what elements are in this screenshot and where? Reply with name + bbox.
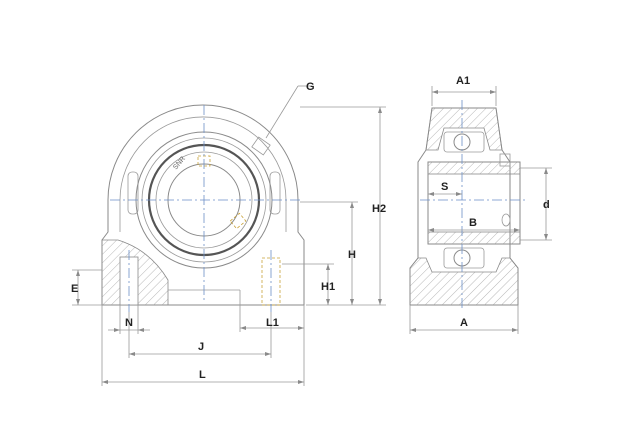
g-leader (265, 85, 299, 139)
n-arrow-left (114, 328, 120, 332)
dimensions (72, 85, 552, 386)
e-arrow-top (76, 270, 80, 276)
housing-outline (101, 104, 305, 306)
label-l: L (199, 369, 206, 381)
j-arrow-left (129, 352, 135, 356)
label-h2: H2 (372, 203, 386, 215)
label-e: E (71, 283, 78, 295)
l1-arrow-right (298, 326, 304, 330)
brand-mark: SNR (172, 155, 187, 171)
h1-arrow-top (326, 264, 330, 270)
grease-nipple (251, 136, 271, 156)
bearing-bottom-cage (443, 247, 485, 269)
side-base-section (409, 257, 519, 306)
side-top-section (425, 107, 503, 151)
h2-arrow-bottom (378, 299, 382, 305)
label-a1: A1 (456, 75, 470, 87)
front-view: SNR (101, 104, 305, 312)
label-g: G (306, 81, 315, 93)
set-screw-side (229, 212, 247, 230)
label-l1: L1 (266, 317, 279, 329)
label-h: H (348, 249, 356, 261)
right-bolt-hole (261, 257, 281, 306)
inner-ring-bottom (427, 231, 521, 245)
h-arrow-bottom (350, 299, 354, 305)
s-arrow-right (456, 192, 462, 196)
h-arrow-top (350, 202, 354, 208)
side-view (409, 100, 525, 310)
b-arrow-left (428, 228, 434, 232)
label-b: B (469, 217, 477, 229)
label-d: d (543, 199, 550, 211)
inner-ring-top (427, 161, 521, 175)
n-arrow-right (138, 328, 144, 332)
label-n: N (125, 317, 133, 329)
label-s: S (441, 181, 448, 193)
l-arrow-right (298, 380, 304, 384)
a1-arrow-left (432, 90, 438, 94)
a-arrow-right (512, 328, 518, 332)
b-arrow-right (514, 228, 520, 232)
l-arrow-left (102, 380, 108, 384)
h1-arrow-bottom (326, 299, 330, 305)
side-screw-hole (501, 213, 511, 227)
housing-inner-contour (119, 116, 287, 232)
a-arrow-left (410, 328, 416, 332)
l1-arrow-left (240, 326, 246, 330)
label-j: J (198, 341, 204, 353)
a1-arrow-right (490, 90, 496, 94)
j-arrow-right (265, 352, 271, 356)
label-a: A (460, 317, 468, 329)
label-h1: H1 (321, 281, 335, 293)
bearing-top-cage (443, 131, 485, 153)
d-arrow-bottom (544, 234, 548, 240)
side-set-screw (499, 153, 511, 167)
h2-arrow-top (378, 107, 382, 113)
s-arrow-left (428, 192, 434, 196)
dimension-labels: G A1 H2 H H1 E N L1 J L S B d A (71, 75, 550, 381)
d-arrow-top (544, 168, 548, 174)
left-slot (127, 171, 139, 215)
e-arrow-bottom (76, 299, 80, 305)
right-slot (269, 171, 281, 215)
